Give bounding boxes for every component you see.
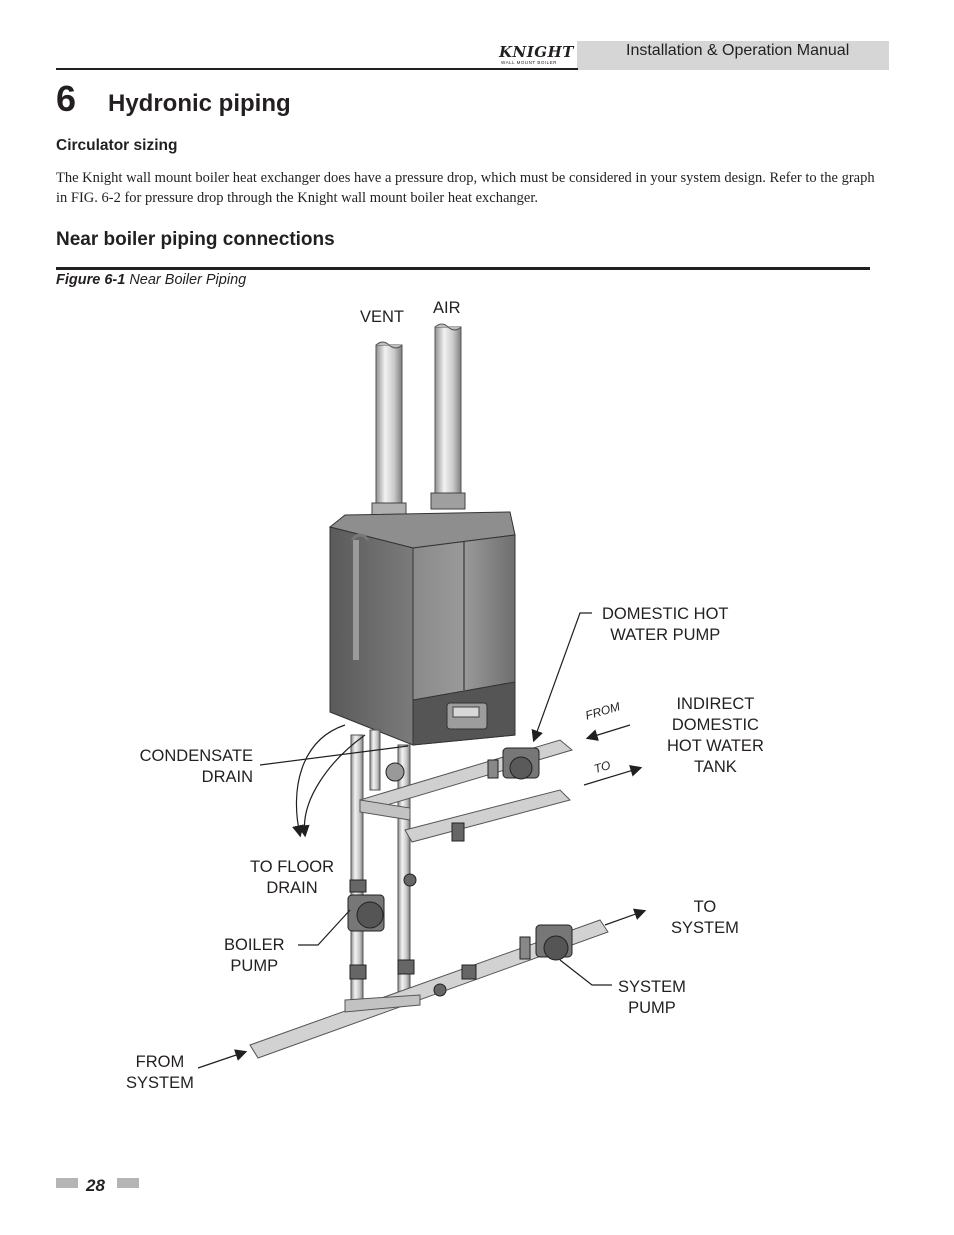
system-pump-shape <box>519 924 573 961</box>
air-label: AIR <box>433 299 461 317</box>
condensate-drain-label: CONDENSATE DRAIN <box>139 747 253 786</box>
vent-pipe <box>371 341 407 522</box>
knight-logo: KNIGHT WALL MOUNT BOILER <box>486 41 577 70</box>
to-floor-drain-label: TO FLOOR DRAIN <box>250 858 335 897</box>
figure-rule <box>56 267 870 270</box>
figure-caption: Figure 6-1 Near Boiler Piping <box>56 272 246 288</box>
header-rule <box>56 68 578 70</box>
domestic-hot-water-pump-label: DOMESTIC HOT WATER PUMP <box>602 605 729 644</box>
boiler-pump-label: BOILER PUMP <box>224 936 285 975</box>
from-system-label: FROM SYSTEM <box>126 1053 194 1092</box>
logo-subtitle: WALL MOUNT BOILER <box>501 60 557 65</box>
vent-label: VENT <box>360 308 405 326</box>
boiler-pump-shape <box>347 894 385 932</box>
figure-title: Near Boiler Piping <box>129 272 247 288</box>
circulator-sizing-text: The Knight wall mount boiler heat exchan… <box>56 170 875 206</box>
system-pump-label: SYSTEM PUMP <box>618 978 686 1017</box>
boiler-cabinet <box>328 511 516 746</box>
domestic-hot-water-pump-shape <box>487 747 540 780</box>
near-boiler-heading: Near boiler piping connections <box>56 229 335 250</box>
footer-bar-left <box>56 1178 78 1188</box>
chapter-title: Hydronic piping <box>108 90 291 117</box>
manual-title: Installation & Operation Manual <box>626 42 850 59</box>
page-number: 28 <box>86 1176 105 1195</box>
air-pipe <box>430 323 466 510</box>
logo-text: KNIGHT <box>499 43 574 61</box>
footer-bar-right <box>117 1178 139 1188</box>
circulator-sizing-heading: Circulator sizing <box>56 137 178 154</box>
figure-label: Figure 6-1 <box>56 272 126 288</box>
chapter-number: 6 <box>56 78 77 119</box>
to-system-label: TO SYSTEM <box>671 898 739 937</box>
indirect-tank-label: INDIRECT DOMESTIC HOT WATER TANK <box>667 695 764 776</box>
